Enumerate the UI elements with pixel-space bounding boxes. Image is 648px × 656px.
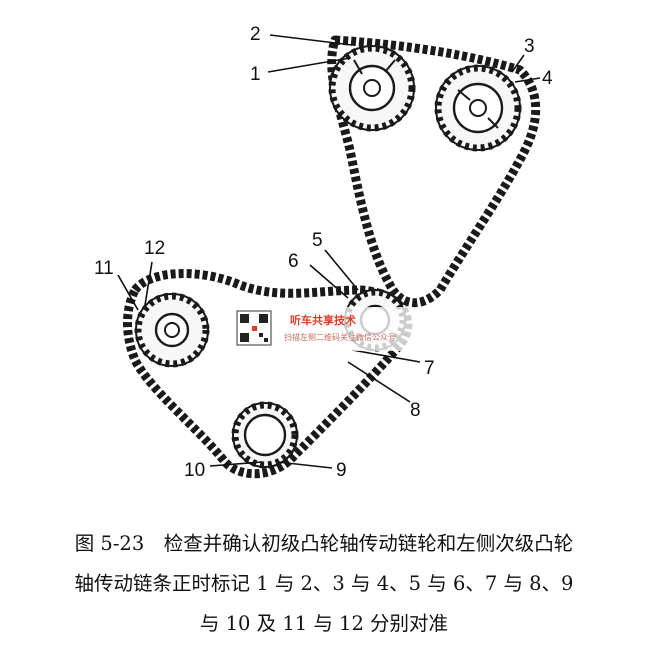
primary-camshaft-chain <box>123 269 413 479</box>
label-7: 7 <box>424 358 435 379</box>
label-11: 11 <box>94 258 114 279</box>
label-9: 9 <box>336 460 347 481</box>
label-6: 6 <box>288 251 299 272</box>
camshaft-sprocket-left <box>328 44 416 132</box>
label-2: 2 <box>250 24 261 45</box>
qr-code-icon <box>236 310 272 346</box>
label-3: 3 <box>524 36 535 57</box>
watermark-subtitle: 扫描左侧二维码关注微信公众号 <box>284 332 396 342</box>
caption-line-3: 与 10 及 11 与 12 分别对准 <box>199 612 449 635</box>
figure-caption: 图 5-23 检查并确认初级凸轮轴传动链轮和左侧次级凸轮 轴传动链条正时标记 1… <box>0 524 648 644</box>
label-5: 5 <box>312 230 323 251</box>
caption-line-1: 图 5-23 检查并确认初级凸轮轴传动链轮和左侧次级凸轮 <box>74 532 574 555</box>
caption-line-2: 轴传动链条正时标记 1 与 2、3 与 4、5 与 6、7 与 8、9 <box>74 572 574 595</box>
left-sprocket <box>134 292 210 368</box>
watermark: 听车共享技术 扫描左侧二维码关注微信公众号 <box>232 307 414 351</box>
leader-lines <box>117 34 541 469</box>
timing-chain-diagram: 1 2 3 4 5 6 7 8 9 10 11 12 听车共享技术 扫描左侧二维… <box>94 24 553 481</box>
camshaft-sprocket-right <box>434 64 522 152</box>
label-8: 8 <box>410 400 421 421</box>
label-1: 1 <box>250 64 261 85</box>
crankshaft-sprocket <box>231 401 299 469</box>
label-4: 4 <box>542 68 553 89</box>
label-10: 10 <box>184 460 205 481</box>
secondary-camshaft-chain <box>327 35 541 308</box>
watermark-title: 听车共享技术 <box>290 313 356 327</box>
label-12: 12 <box>144 238 165 259</box>
